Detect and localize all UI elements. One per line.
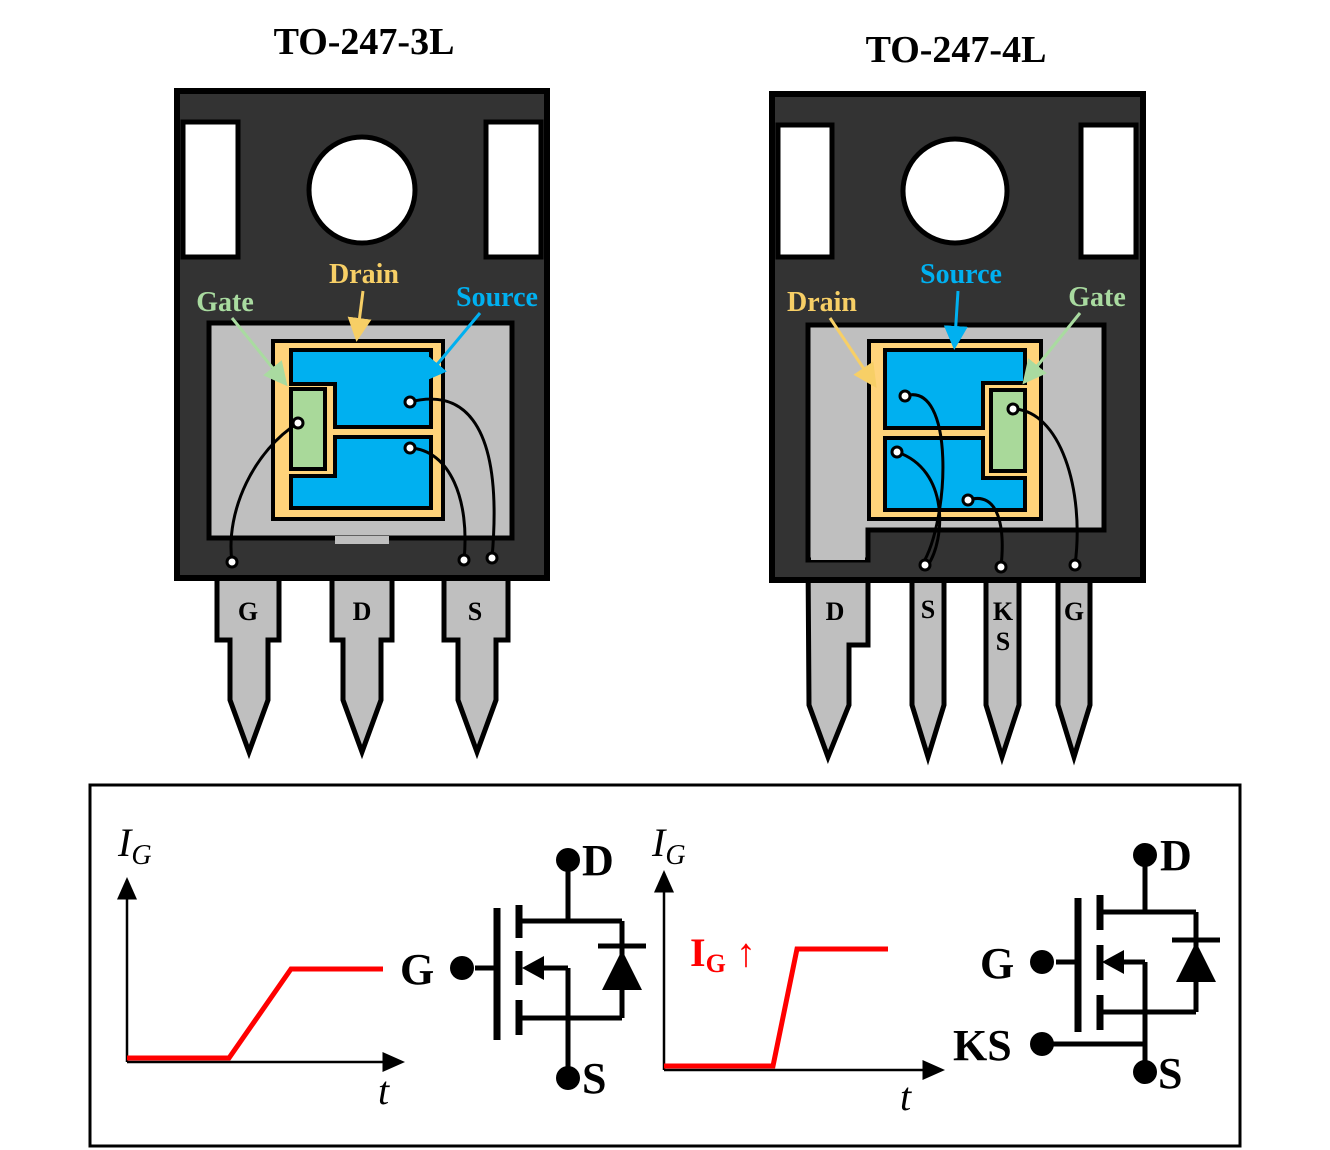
package-to247-4l: TO-247-4L [769, 29, 1146, 766]
mounting-hole-4l [900, 136, 1010, 246]
x-axis-label-1: t [378, 1068, 390, 1113]
source-pad-top-3l [289, 348, 433, 429]
source-pad-bottom-3l [289, 435, 433, 510]
terminal-label-g-3l: G [400, 945, 434, 994]
mosfet-symbol-3l [475, 866, 646, 1076]
mosfet-terminals-4l [1030, 843, 1157, 1084]
bond-points-4l [890, 389, 1082, 574]
pin-label-d-4l: D [826, 597, 845, 626]
mounting-hole-3l [306, 134, 418, 246]
bond-points-3l [225, 395, 499, 569]
body-slot-right-4l [1078, 122, 1139, 260]
lead-ks-4l [983, 552, 1022, 766]
y-axis-label-2: IG [651, 820, 686, 871]
package-3l-title: TO-247-3L [274, 21, 455, 63]
body-slot-right-3l [483, 119, 544, 260]
pin-label-d-3l: D [353, 597, 372, 626]
label-source-4l: Source [920, 259, 1002, 290]
label-gate-4l: Gate [1068, 282, 1126, 313]
package-to247-3l: TO-247-3L [174, 21, 550, 760]
terminal-label-d-3l: D [582, 836, 614, 885]
gate-pad-4l [989, 388, 1027, 473]
bond-wires-4l [896, 393, 1079, 568]
gate-current-graph-3l: IG t [117, 820, 405, 1113]
lead-g-3l [214, 543, 282, 760]
comparison-panel: IG t D G S [88, 783, 1242, 1148]
package-4l-title: TO-247-4L [866, 29, 1047, 71]
gate-current-curve-fast [664, 946, 888, 1069]
lead-s-3l [441, 543, 511, 760]
lead-s-4l [909, 552, 947, 766]
pin-label-g-4l: G [1064, 597, 1084, 626]
terminal-label-ks-4l: KS [953, 1021, 1012, 1070]
terminal-label-s-4l: S [1158, 1049, 1182, 1098]
lead-g-4l [1055, 552, 1093, 766]
x-axis-label-2: t [900, 1074, 912, 1119]
gate-current-increase-annotation: IG↑ [690, 930, 756, 978]
gate-current-curve-slow [127, 966, 383, 1061]
body-slot-left-3l [180, 119, 241, 260]
bond-wires-3l [229, 397, 496, 563]
pin-label-s-3l: S [468, 597, 482, 626]
pin-label-ks-line1-4l: K [993, 597, 1014, 626]
mosfet-terminals-3l [450, 848, 580, 1090]
gate-current-graph-4l: IG t IG↑ [651, 820, 945, 1119]
source-pad-top-4l [883, 348, 1027, 430]
label-gate-3l: Gate [196, 287, 254, 318]
label-source-3l: Source [456, 282, 538, 313]
label-drain-3l: Drain [329, 259, 399, 290]
pin-label-g-3l: G [238, 597, 258, 626]
lead-d-4l [805, 552, 871, 764]
pin-label-s-4l: S [921, 595, 935, 624]
terminal-label-d-4l: D [1160, 831, 1192, 880]
y-axis-label-1: IG [117, 820, 152, 871]
mosfet-symbol-4l [1044, 860, 1220, 1072]
terminal-label-s-3l: S [582, 1054, 606, 1103]
pin-label-ks-line2-4l: S [996, 627, 1010, 656]
source-pad-bottom-4l [883, 436, 1027, 512]
label-drain-4l: Drain [787, 287, 857, 318]
terminal-label-g-4l: G [980, 939, 1014, 988]
body-slot-left-4l [775, 122, 835, 260]
